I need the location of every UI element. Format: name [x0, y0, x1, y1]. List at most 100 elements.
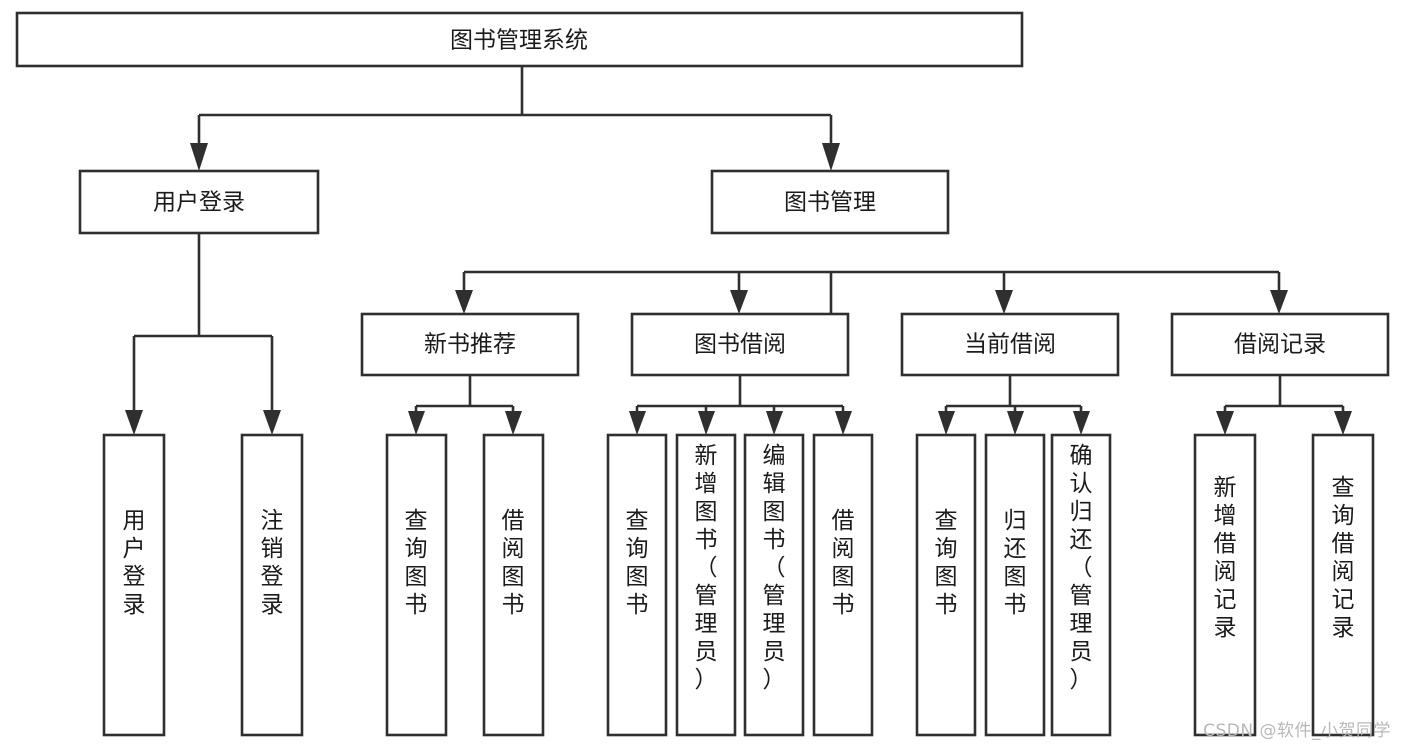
arrow-head-leaf-query-book-recommend [408, 411, 425, 435]
vertical-label-char: 辑 [763, 471, 786, 497]
arrow-head-leaf-edit-book-admin [766, 411, 783, 435]
node-leaf-query-book-recommend-box[interactable] [385, 433, 448, 737]
node-book-management-label: 图书管理 [784, 190, 876, 216]
vertical-label-char: 确 [1070, 443, 1093, 469]
node-leaf-confirm-return-admin-box[interactable] [1050, 433, 1112, 737]
vertical-label-char: 员 [1070, 639, 1093, 665]
node-leaf-logout-box[interactable] [240, 433, 304, 737]
vertical-label-char: 归 [1004, 508, 1027, 534]
node-book-borrow-label: 图书借阅 [694, 332, 786, 358]
node-new-book-recommend[interactable]: 新书推荐 [360, 312, 580, 377]
node-leaf-query-borrow-record-box[interactable] [1311, 433, 1375, 737]
node-borrow-record-box[interactable] [1170, 312, 1390, 377]
node-leaf-user-login-box[interactable] [102, 433, 166, 737]
arrow-head-leaf-return-book [1007, 411, 1024, 435]
vertical-label-char: 借 [1332, 531, 1355, 557]
node-leaf-add-book-admin-box[interactable] [675, 433, 737, 737]
node-root-box[interactable] [15, 11, 1024, 68]
arrow-head-leaf-query-book [629, 411, 646, 435]
vertical-label-char: 录 [123, 592, 146, 618]
arrow-head-leaf-borrow-book [835, 411, 852, 435]
vertical-label-char: 录 [1332, 615, 1355, 641]
vertical-label-char: 理 [763, 611, 786, 637]
connector-group-new-book-recommend [408, 375, 522, 435]
node-user-login-box[interactable] [78, 169, 320, 235]
vertical-label-char: 查 [935, 508, 958, 534]
vertical-label-char: 借 [1214, 531, 1237, 557]
vertical-label-char: 归 [1070, 499, 1093, 525]
vertical-label-char: 记 [1214, 587, 1237, 613]
vertical-label-char: 图 [832, 564, 855, 590]
node-leaf-edit-book-admin-box[interactable] [743, 433, 805, 737]
node-leaf-query-book-current-box[interactable] [915, 433, 977, 737]
arrow-head-book-borrow [730, 290, 748, 314]
node-root[interactable]: 图书管理系统 [15, 11, 1024, 68]
node-current-borrow[interactable]: 当前借阅 [900, 312, 1120, 377]
connector-group-current-borrow [938, 375, 1090, 435]
arrow-head-leaf-user-login [125, 410, 143, 435]
vertical-label-char: 询 [1332, 503, 1355, 529]
node-new-book-recommend-box[interactable] [360, 312, 580, 377]
vertical-label-char: 图 [405, 564, 428, 590]
connector-group-borrow-record [1216, 375, 1352, 435]
node-book-borrow[interactable]: 图书借阅 [630, 312, 850, 377]
vertical-label-char: 理 [1070, 611, 1093, 637]
node-leaf-borrow-book-box[interactable] [812, 433, 874, 737]
vertical-label-char: 增 [1214, 503, 1237, 529]
vertical-label-char: 书 [763, 527, 786, 553]
node-leaf-return-book-box[interactable] [984, 433, 1046, 737]
node-borrow-record[interactable]: 借阅记录 [1170, 312, 1390, 377]
vertical-label-char: 查 [1332, 475, 1355, 501]
vertical-label-char: ） [1070, 667, 1093, 693]
vertical-label-char: 询 [626, 536, 649, 562]
node-leaf-user-login[interactable]: 用户登录 [102, 433, 166, 737]
node-book-management[interactable]: 图书管理 [710, 169, 950, 235]
vertical-label-char: 管 [695, 583, 718, 609]
vertical-label-char: 新 [695, 443, 718, 469]
vertical-label-char: 认 [1070, 471, 1093, 497]
arrow-head-leaf-confirm-return-admin [1073, 411, 1090, 435]
vertical-label-char: 查 [405, 508, 428, 534]
node-leaf-query-book-box[interactable] [606, 433, 668, 737]
vertical-label-char: （ [1070, 555, 1093, 581]
vertical-label-char: 书 [1004, 592, 1027, 618]
vertical-label-char: 图 [695, 499, 718, 525]
node-book-borrow-box[interactable] [630, 312, 850, 377]
node-borrow-record-label: 借阅记录 [1234, 332, 1326, 358]
node-book-management-box[interactable] [710, 169, 950, 235]
node-leaf-borrow-book-recommend-box[interactable] [482, 433, 545, 737]
arrow-head-leaf-query-borrow-record [1334, 411, 1352, 435]
arrow-head-borrow-record [1270, 290, 1288, 314]
vertical-label-char: 录 [261, 592, 284, 618]
node-leaf-add-borrow-record-box[interactable] [1193, 433, 1257, 737]
node-user-login[interactable]: 用户登录 [78, 169, 320, 235]
vertical-label-char: 用 [123, 508, 146, 534]
node-current-borrow-box[interactable] [900, 312, 1120, 377]
arrow-head-book-management [822, 143, 840, 171]
vertical-label-char: 询 [405, 536, 428, 562]
vertical-label-char: 管 [763, 583, 786, 609]
